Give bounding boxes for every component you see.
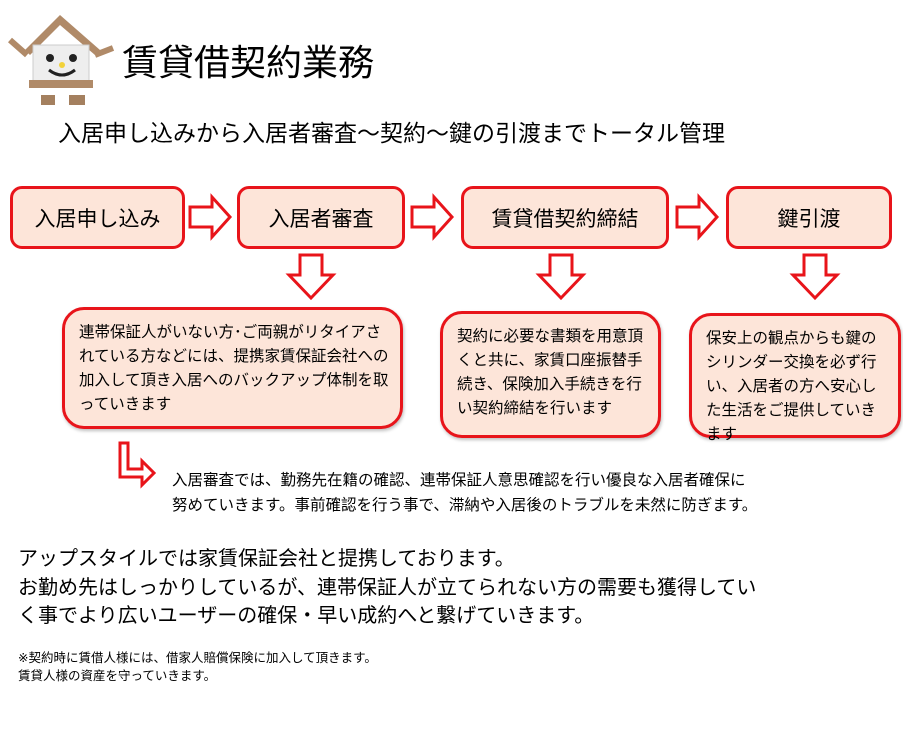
step-contract: 賃貸借契約締結 [461, 186, 669, 249]
down-arrow-icon [789, 253, 841, 301]
step-screening: 入居者審査 [237, 186, 405, 249]
step-application: 入居申し込み [10, 186, 185, 249]
page-title: 賃貸借契約業務 [122, 43, 375, 84]
note-line: 賃貸人様の資産を守っていきます。 [18, 668, 217, 683]
screening-note-line: 努めていきます。事前確認を行う事で、滞納や入居後のトラブルを未然に防ぎます。 [172, 496, 758, 514]
detail-key-handover: 保安上の観点からも鍵のシリンダー交換を必ず行い、入居者の方へ安心した生活をご提供… [689, 313, 901, 443]
detail-contract: 契約に必要な書類を用意頂くと共に、家賃口座振替手続き、保険加入手続きを行い契約締… [440, 311, 661, 438]
right-arrow-icon [188, 193, 233, 241]
body-line: く事でより広いユーザーの確保・早い成約へと繋げていきます。 [18, 603, 595, 627]
down-arrow-icon [535, 253, 587, 301]
step-key-handover: 鍵引渡 [726, 186, 892, 249]
house-mascot-icon [8, 15, 115, 105]
down-arrow-icon [285, 253, 337, 301]
right-arrow-icon [410, 193, 455, 241]
body-line: アップスタイルでは家賃保証会社と提携しております。 [18, 546, 515, 570]
bent-arrow-icon [118, 441, 157, 489]
page-subtitle: 入居申し込みから入居者審査～契約～鍵の引渡までトータル管理 [58, 121, 725, 147]
body-line: お勤め先はしっかりしているが、連帯保証人が立てられない方の需要も獲得してい [18, 575, 757, 599]
screening-note-line: 入居審査では、勤務先在籍の確認、連帯保証人意思確認を行い優良な入居者確保に [172, 471, 746, 489]
note-line: ※契約時に賃借人様には、借家人賠償保険に加入して頂きます。 [18, 650, 377, 665]
right-arrow-icon [675, 193, 720, 241]
detail-screening: 連帯保証人がいない方･ご両親がリタイアされている方などには、提携家賃保証会社への… [62, 307, 403, 429]
